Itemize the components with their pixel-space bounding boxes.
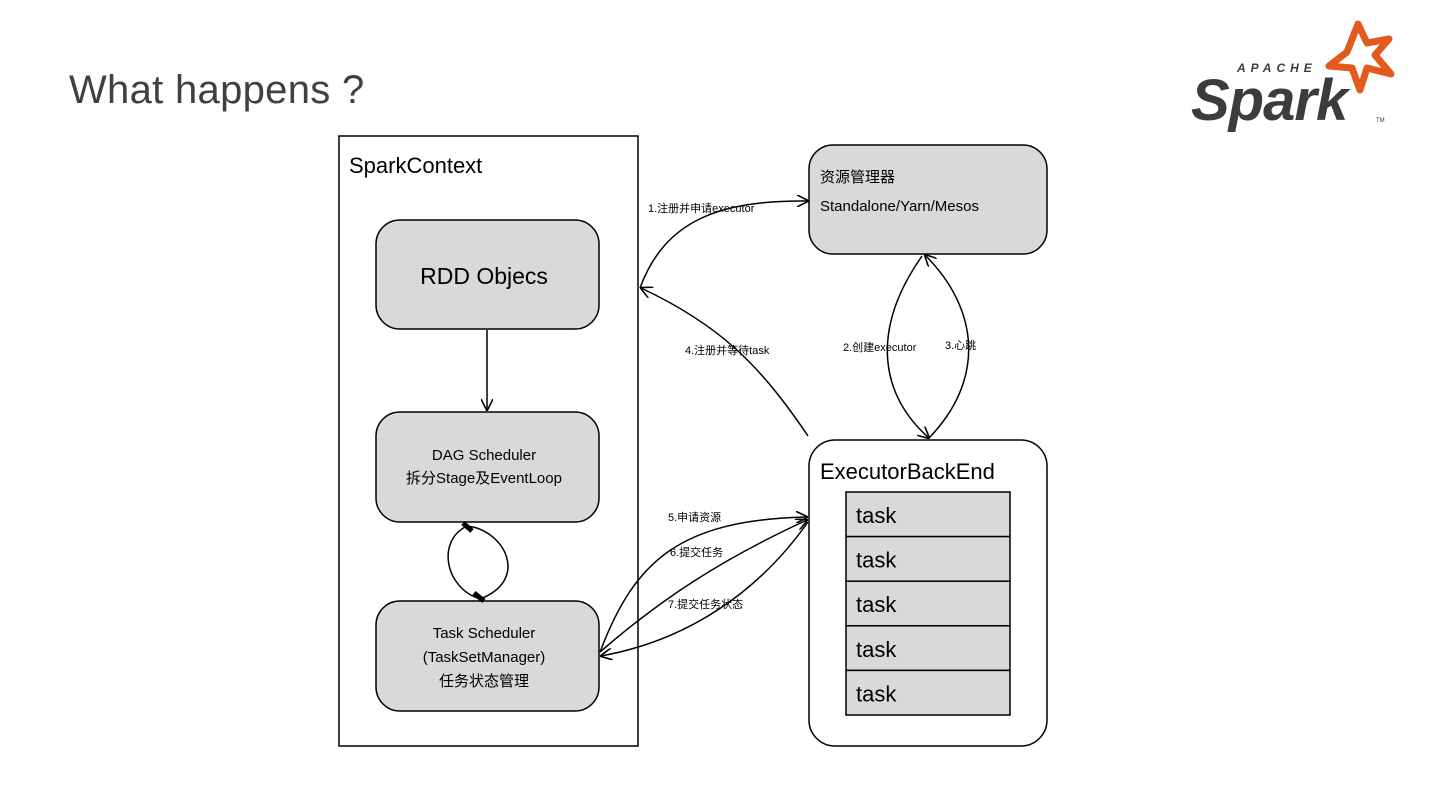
task-scheduler-line2: (TaskSetManager) bbox=[423, 649, 546, 666]
edge-label-7: 7.提交任务状态 bbox=[668, 597, 743, 611]
slide-title: What happens ? bbox=[69, 68, 365, 112]
edge-submit-task bbox=[599, 520, 807, 653]
task-list: task task task task task bbox=[845, 491, 1011, 716]
edge-label-6: 6.提交任务 bbox=[670, 545, 723, 559]
task-label: task bbox=[856, 592, 897, 617]
edge-register-wait-task bbox=[641, 288, 809, 437]
edge-label-1: 1.注册并申请executor bbox=[648, 201, 755, 215]
edge-label-3: 3.心跳 bbox=[945, 338, 976, 352]
resource-manager-line1: 资源管理器 bbox=[820, 169, 895, 186]
task-label: task bbox=[856, 503, 897, 528]
task-label: task bbox=[856, 681, 897, 706]
resource-manager-line2: Standalone/Yarn/Mesos bbox=[820, 198, 979, 215]
task-scheduler-line3: 任务状态管理 bbox=[439, 673, 529, 690]
edge-register-executor bbox=[639, 201, 808, 289]
edge-request-resource bbox=[599, 517, 807, 653]
task-cell bbox=[845, 491, 1011, 538]
dag-scheduler-line2: 拆分Stage及EventLoop bbox=[406, 470, 562, 487]
dag-task-loop bbox=[447, 525, 481, 600]
edge-label-5: 5.申请资源 bbox=[668, 510, 721, 524]
loop-end-bottom bbox=[472, 591, 486, 603]
executor-backend-label: ExecutorBackEnd bbox=[820, 459, 995, 484]
rdd-objects-node bbox=[375, 219, 600, 330]
dag-task-loop-right bbox=[466, 525, 509, 600]
task-label: task bbox=[856, 637, 897, 662]
task-cell bbox=[845, 580, 1011, 627]
dag-scheduler-line1: DAG Scheduler bbox=[432, 447, 536, 464]
edge-create-executor bbox=[886, 255, 929, 438]
edge-label-2: 2.创建executor bbox=[843, 340, 917, 354]
loop-end-top bbox=[461, 521, 474, 533]
edge-submit-task-status bbox=[601, 521, 809, 656]
edge-label-4: 4.注册并等待task bbox=[685, 343, 770, 357]
dag-scheduler-node bbox=[375, 411, 600, 523]
spark-context-label: SparkContext bbox=[349, 153, 482, 178]
rdd-objects-label: RDD Objecs bbox=[420, 263, 548, 289]
task-label: task bbox=[856, 548, 897, 573]
task-cell bbox=[845, 669, 1011, 716]
edge-heartbeat bbox=[925, 255, 970, 439]
task-cell bbox=[845, 625, 1011, 672]
task-scheduler-line1: Task Scheduler bbox=[433, 625, 536, 642]
